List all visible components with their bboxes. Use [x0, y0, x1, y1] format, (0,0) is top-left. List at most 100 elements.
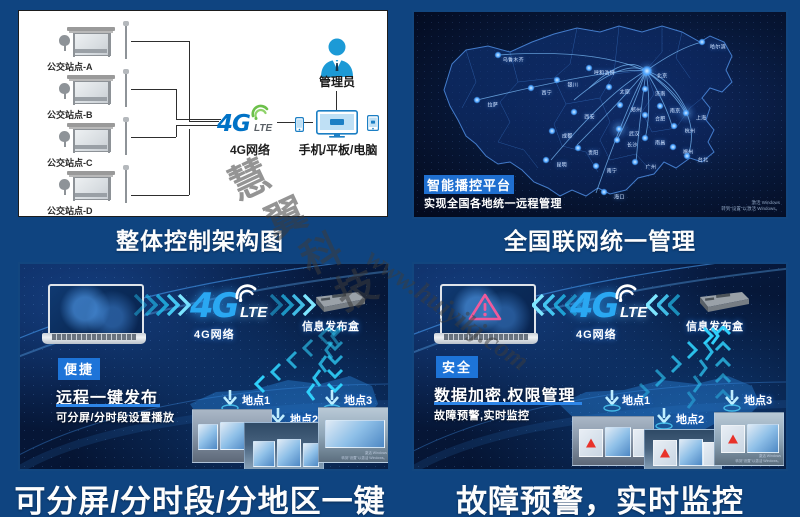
media-player-box-icon [316, 292, 365, 312]
map-node [616, 101, 624, 109]
connector-line [176, 89, 177, 119]
windows-activation-watermark: 激活 Windows 转到"设置"以激活 Windows。 [735, 454, 781, 464]
map-node [698, 38, 706, 46]
feature-badge: 便捷 [58, 358, 101, 380]
map-node [669, 143, 677, 151]
map-city-label: 杭州 [684, 128, 696, 135]
devices-label: 手机/平板/电脑 [298, 143, 378, 157]
map-city-label: 西宁 [541, 90, 553, 97]
map-city-label: 西安 [584, 114, 595, 121]
site-photo-billboard: 激活 Windows 转到"设置"以激活 Windows。 [714, 412, 784, 466]
map-city-label: 乌鲁木齐 [502, 57, 524, 64]
map-node [613, 136, 621, 144]
map-node [641, 65, 652, 77]
caption-map: 全国联网统一管理 [504, 228, 696, 254]
map-city-label: 台北 [697, 157, 709, 164]
bus-stop-label: 公交站点-A [47, 62, 93, 72]
architecture-diagram-panel: 公交站点-A 公交站点-B 公交站点-C [18, 10, 388, 217]
bus-stop-c: 公交站点-C [45, 117, 155, 169]
network-label: 4G网络 [229, 143, 270, 157]
map-node [631, 158, 639, 166]
national-network-map-panel: 乌鲁木齐拉萨西宁呼和浩特哈尔滨北京银川太原济南西安郑州南京上海合肥武汉杭州成都长… [412, 10, 788, 219]
connector-line [176, 125, 177, 137]
map-node [592, 162, 600, 170]
wifi-signal-icon [615, 284, 637, 302]
location-marker-icon [723, 390, 741, 412]
remote-publish-panel: 4G LTE 4G网络 信息发布盒 [18, 262, 390, 471]
connector-line [189, 129, 190, 195]
feature-headline: 远程一键发布 [56, 390, 159, 407]
map-city-label: 郑州 [630, 107, 642, 114]
connector-line [336, 91, 337, 111]
map-node [553, 76, 561, 84]
windows-activation-watermark: 激活 Windows 转到"设置"以激活 Windows。 [721, 199, 780, 212]
logo-lte-text: LTE [620, 304, 648, 321]
site-label-3: 地点3 [744, 395, 773, 407]
administrator-icon [321, 38, 353, 77]
feature-subline: 可分屏/分时段设置播放 [56, 412, 175, 424]
map-city-label: 上海 [695, 115, 707, 122]
caption-remote-publish: 可分屏/分时段/分地区一键操控 [14, 484, 386, 517]
administrator-label: 管理员 [318, 75, 355, 89]
map-city-label: 南昌 [654, 140, 666, 147]
map-city-label: 哈尔滨 [709, 44, 726, 51]
map-city-label: 成都 [561, 133, 573, 140]
bus-stop-icon [59, 69, 133, 107]
map-city-label: 呼和浩特 [593, 70, 616, 77]
bus-stop-d: 公交站点-D [45, 165, 155, 216]
logo-4g-text: 4G [570, 286, 620, 326]
feature-badge: 安全 [436, 356, 479, 378]
box-label: 信息发布盒 [686, 321, 744, 333]
logo-lte-text: LTE [240, 304, 268, 321]
map-node [641, 85, 649, 93]
bus-stop-label: 公交站点-D [47, 206, 93, 216]
map-node [585, 64, 593, 72]
map-node [682, 109, 690, 117]
map-node [656, 102, 664, 110]
site-label-3: 地点3 [344, 395, 373, 407]
map-city-label: 海口 [614, 194, 625, 201]
windows-activation-watermark: 激活 Windows 转到"设置"以激活 Windows。 [341, 451, 387, 461]
map-city-label: 广州 [645, 164, 657, 171]
caption-architecture: 整体控制架构图 [116, 228, 284, 254]
site-label-1: 地点1 [242, 395, 271, 407]
logo-lte-text: LTE [254, 123, 273, 134]
map-node [574, 144, 582, 152]
china-map-graphic [443, 25, 733, 197]
network-label: 4G网络 [194, 329, 235, 341]
connector-line [176, 119, 221, 120]
bus-stop-icon [59, 165, 133, 203]
bus-stop-label: 公交站点-B [47, 110, 93, 120]
map-node [527, 84, 535, 92]
map-node [670, 122, 678, 130]
site-photo-bus-stop [572, 416, 654, 466]
connector-line [131, 195, 189, 196]
map-node [570, 108, 578, 116]
media-player-box-icon [700, 292, 749, 312]
security-monitor-panel: 4G LTE 4G网络 信息发布盒 [412, 262, 788, 471]
bus-stop-label: 公交站点-C [47, 158, 93, 168]
connector-line [131, 41, 189, 42]
bus-stop-a: 公交站点-A [45, 21, 155, 73]
tablet-icon [367, 115, 379, 131]
bus-stop-icon [59, 117, 133, 155]
map-node [548, 127, 556, 135]
site-label-1: 地点1 [622, 395, 651, 407]
map-overlay-title: 智能播控平台 [424, 175, 515, 194]
network-label: 4G网络 [576, 329, 617, 341]
wifi-signal-icon [235, 284, 257, 302]
connector-line [189, 41, 190, 121]
map-city-label: 长沙 [627, 142, 638, 149]
laptop-device-alert [434, 284, 538, 346]
site-label-2: 地点2 [676, 414, 705, 426]
connector-line [176, 125, 221, 126]
location-marker-icon [603, 390, 621, 412]
map-city-label: 南京 [669, 108, 681, 115]
headline-underline [434, 402, 582, 405]
map-node [605, 83, 613, 91]
site-photo-mall [244, 422, 324, 469]
map-node [600, 188, 608, 196]
map-city-label: 太原 [619, 89, 631, 96]
map-city-label: 银川 [567, 82, 579, 89]
